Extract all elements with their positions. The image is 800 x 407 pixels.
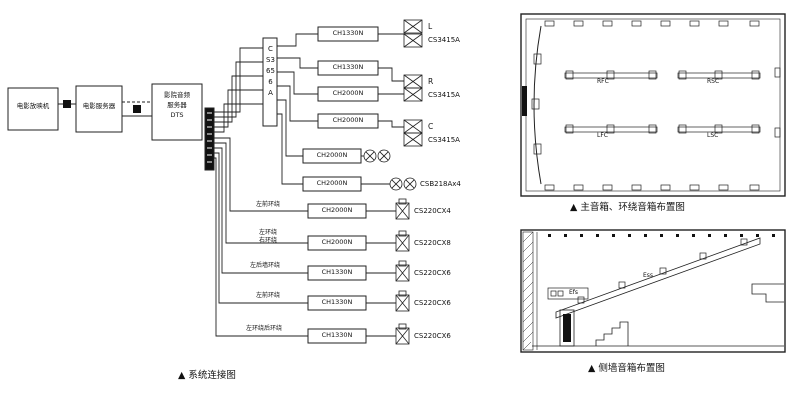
wire-label: 左后墙环绕	[250, 262, 281, 269]
amp-label: CH1330N	[321, 298, 353, 306]
amp-label: CH1330N	[332, 63, 364, 71]
channel-label-L: L	[428, 22, 433, 31]
processor-model-label: CS3656A	[266, 45, 275, 97]
caption-system-diagram: ▲ 系统连接图	[178, 370, 236, 381]
amp-label: CH2000N	[321, 238, 353, 246]
amp-label: CH1330N	[332, 29, 364, 37]
audio-server-label-line1: 影院音频	[164, 91, 190, 99]
wire-label: 左前环绕	[256, 201, 281, 208]
amp-label: CH2000N	[332, 116, 364, 124]
zone-label: LFC	[597, 132, 608, 139]
surround-model-label: CS220CX4	[414, 207, 451, 215]
surround-model-label: CS220CX6	[414, 299, 451, 307]
amplifier-boxes	[302, 26, 379, 344]
amp-label: CH1330N	[321, 331, 353, 339]
amp-label: CH2000N	[316, 179, 348, 187]
audio-server-label-line3: DTS	[170, 111, 184, 119]
channel-label-C: C	[428, 122, 434, 131]
projector-label: 电影放映机	[16, 102, 50, 110]
zone-label: LSC	[707, 132, 719, 139]
surround-model-label: CS220CX8	[414, 239, 451, 247]
amp-label: CH2000N	[321, 206, 353, 214]
speaker-model-label: CS3415A	[428, 36, 460, 44]
surround-model-label: CS220CX6	[414, 332, 451, 340]
wire-label: 左环绕	[259, 229, 278, 236]
audio-server-label-line2: 服务器	[167, 101, 187, 109]
amp-label: CH2000N	[332, 89, 364, 97]
caption-main-layout: ▲ 主音箱、环绕音箱布置图	[570, 202, 685, 213]
channel-label-R: R	[428, 77, 434, 86]
processor-box	[262, 37, 278, 127]
subwoofer-icons	[363, 149, 417, 191]
main-layout-plan	[520, 13, 786, 197]
zone-label: RFC	[597, 78, 609, 85]
subwoofer-model-label: CSB218Ax4	[420, 180, 461, 188]
terminal-strip	[204, 107, 215, 171]
wire-label: 左前环绕	[256, 292, 281, 299]
wire-label: 左环绕后环绕	[246, 325, 283, 332]
side-zone-label: Efs	[569, 289, 579, 296]
source-device-boxes	[7, 83, 203, 141]
film-server-label: 电影服务器	[82, 102, 116, 110]
wiring-lines	[214, 33, 404, 337]
main-speaker-icons	[403, 19, 423, 147]
surround-speaker-icons	[395, 198, 410, 345]
speaker-model-label: CS3415A	[428, 91, 460, 99]
side-zone-label: Ess	[643, 272, 654, 279]
side-wall-layout	[520, 229, 786, 353]
zone-label: RSC	[707, 78, 720, 85]
surround-model-label: CS220CX6	[414, 269, 451, 277]
amp-label: CH2000N	[316, 151, 348, 159]
caption-side-layout: ▲ 侧墙音箱布置图	[588, 363, 665, 374]
speaker-model-label: CS3415A	[428, 136, 460, 144]
wire-label: 右环绕	[259, 237, 278, 244]
amp-label: CH1330N	[321, 268, 353, 276]
